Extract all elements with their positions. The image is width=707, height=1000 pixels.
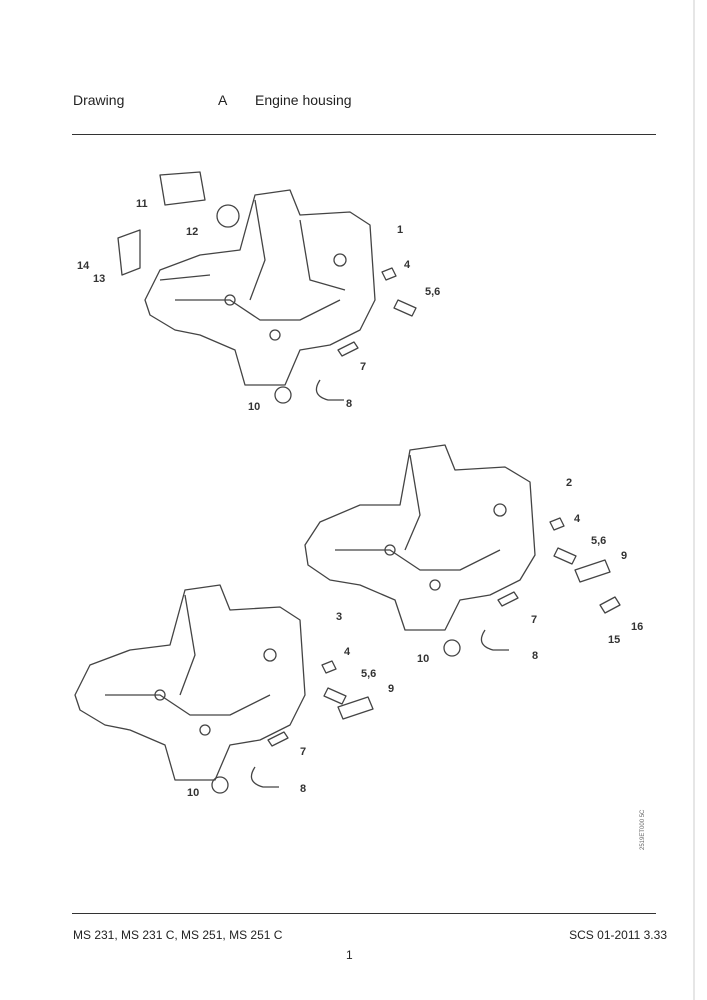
callout-label: 4 [574,513,581,525]
callout-label: 16 [631,621,644,633]
callout-label: 3 [336,611,343,623]
callout-label: 7 [360,361,367,373]
engine-housing-1 [117,171,417,404]
callout-label: 2 [566,477,573,489]
callout-label: 1 [397,224,404,236]
header-divider [72,134,656,135]
callout-label: 12 [186,226,199,238]
engine-housing-3 [74,584,374,794]
callout-label: 10 [248,401,261,413]
drawing-code: 2519ET000 5C [640,809,646,850]
callout-label: 11 [136,198,148,210]
callout-label: 4 [344,646,351,658]
callout-label: 13 [93,273,106,285]
callout-label: 8 [346,398,353,410]
callout-label: 7 [531,614,538,626]
document-reference: SCS 01-2011 3.33 [569,928,667,942]
page-number: 1 [346,948,353,962]
callout-label: 8 [300,783,307,795]
model-list: MS 231, MS 231 C, MS 251, MS 251 C [73,928,283,942]
callout-label: 14 [77,260,90,272]
engine-housing-2 [304,444,621,657]
callout-label: 10 [417,653,430,665]
callout-label: 10 [187,787,200,799]
callout-label: 5,6 [361,668,377,680]
callout-label: 9 [621,550,628,562]
callout-label: 8 [532,650,539,662]
page-title: Engine housing [255,92,352,108]
page-edge [693,0,695,1000]
callout-label: 4 [404,259,411,271]
footer-divider [72,913,656,914]
callout-label: 7 [300,746,307,758]
callout-label: 9 [388,683,395,695]
section-letter: A [218,92,228,108]
callout-label: 5,6 [591,535,607,547]
callout-label: 5,6 [425,286,441,298]
section-label: Drawing [73,92,125,108]
callout-label: 15 [608,634,621,646]
